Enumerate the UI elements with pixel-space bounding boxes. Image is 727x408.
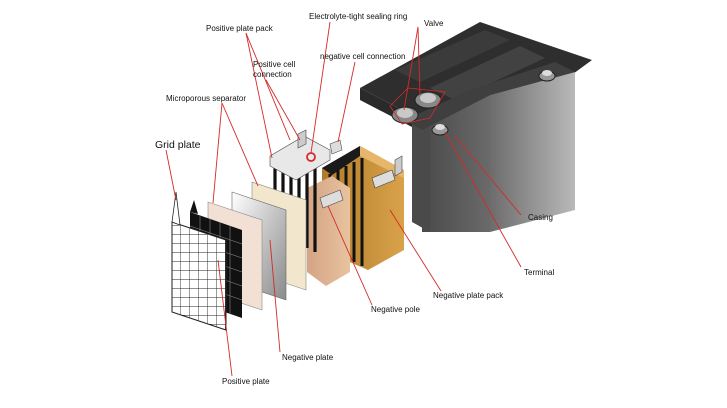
- label-terminal: Terminal: [524, 268, 554, 277]
- grid-plate: [171, 191, 227, 331]
- label-microporous-separator: Microporous separator: [166, 94, 246, 103]
- label-positive-plate-pack: Positive plate pack: [206, 24, 274, 33]
- label-positive-cell-connection-2: connection: [253, 70, 292, 79]
- valve-caps: [389, 87, 446, 125]
- label-valve: Valve: [424, 19, 444, 28]
- label-negative-cell-connection: negative cell connection: [320, 52, 405, 61]
- label-casing: Casing: [528, 213, 553, 222]
- label-negative-plate: Negative plate: [282, 353, 334, 362]
- label-negative-plate-pack: Negative plate pack: [433, 291, 504, 300]
- label-positive-cell-connection-1: Positive cell: [253, 60, 295, 69]
- label-positive-plate: Positive plate: [222, 377, 270, 386]
- terminal-posts: [431, 70, 556, 136]
- leader-lines: [165, 21, 522, 377]
- label-electrolyte-ring: Electrolyte-tight sealing ring: [309, 12, 407, 21]
- label-grid-plate: Grid plate: [155, 139, 201, 151]
- label-negative-pole: Negative pole: [371, 305, 420, 314]
